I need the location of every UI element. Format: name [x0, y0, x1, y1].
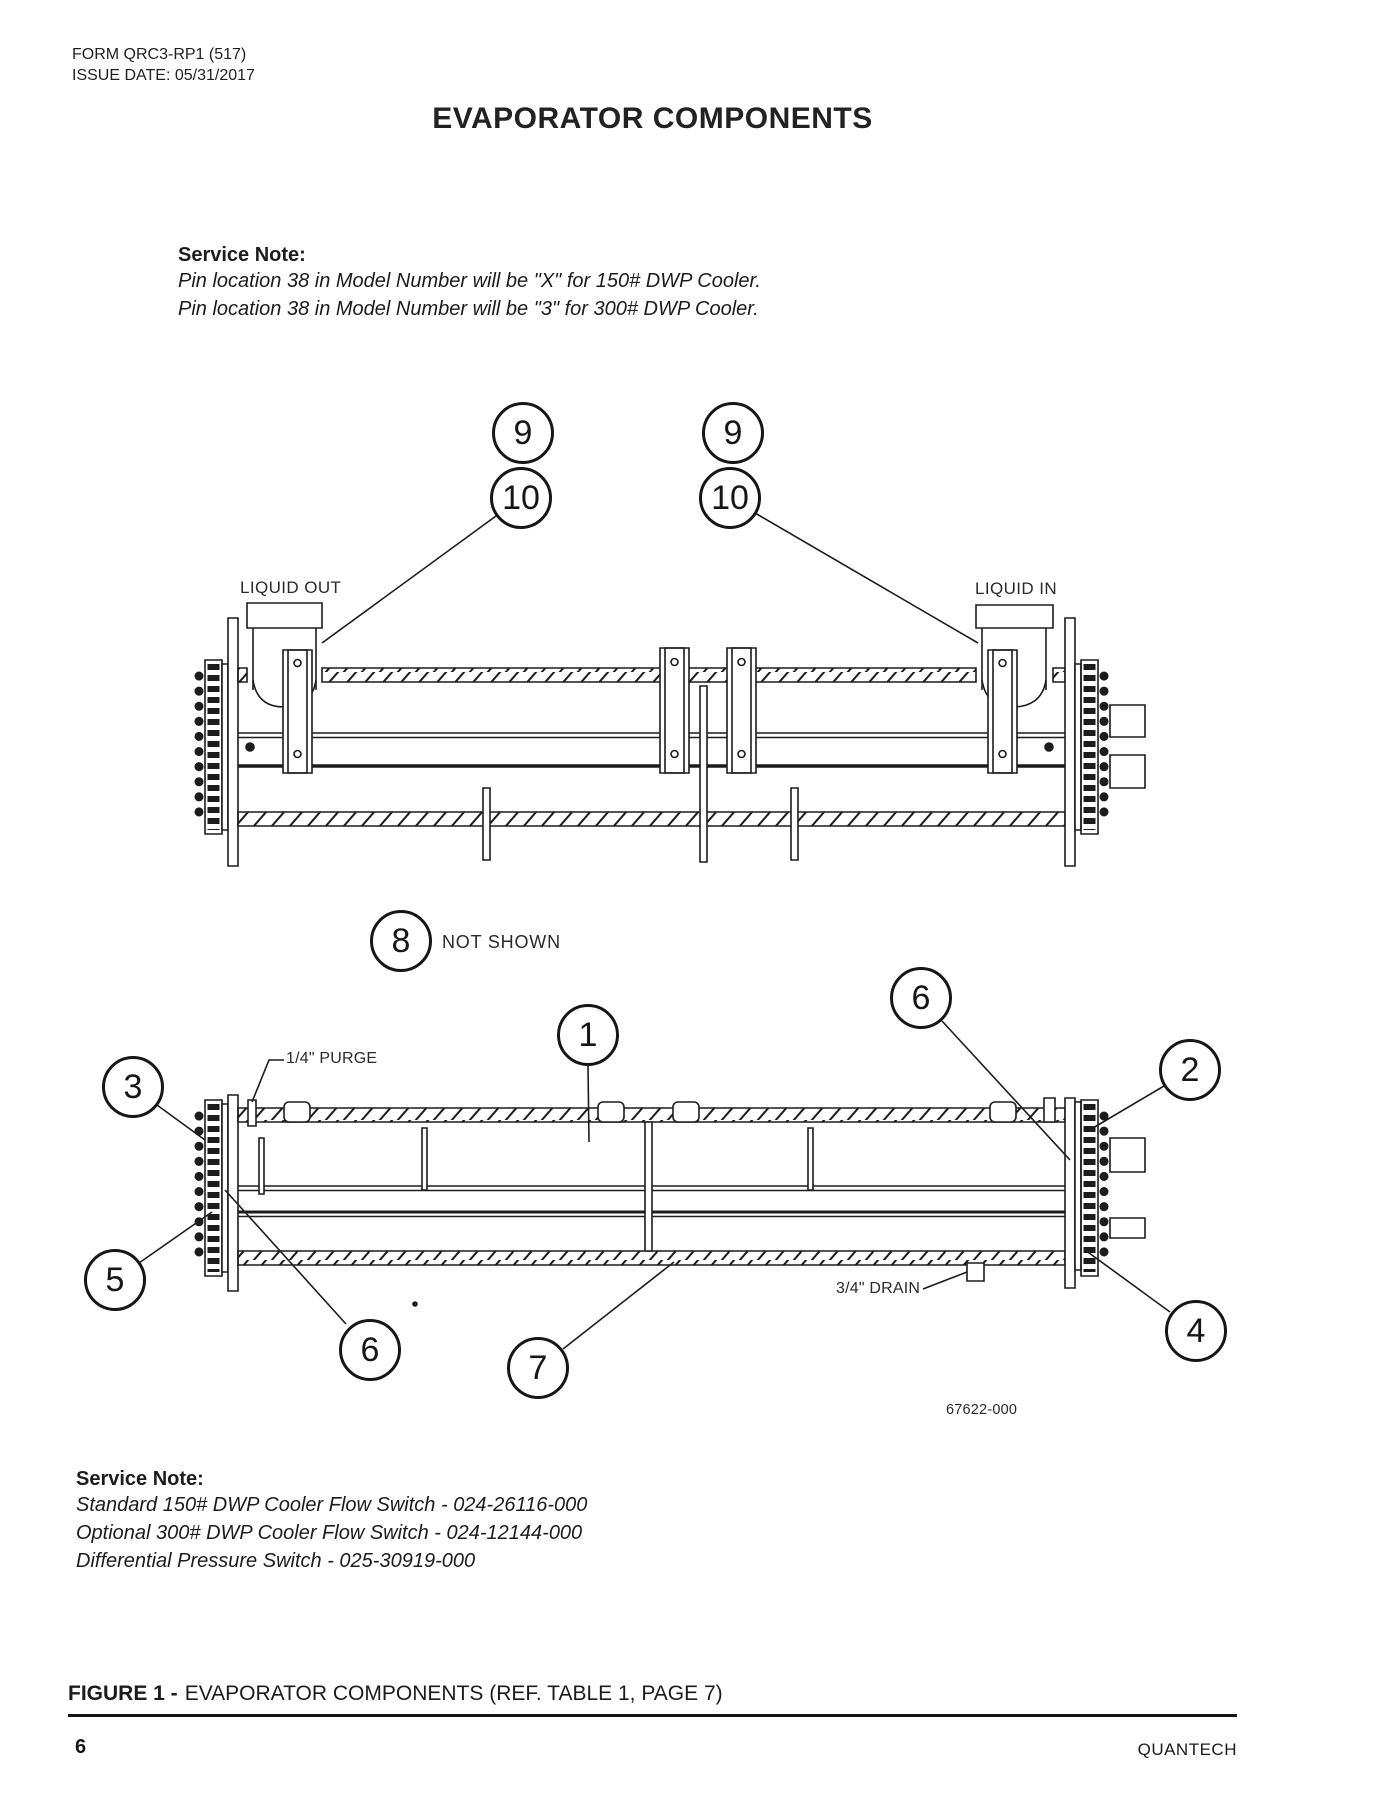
page-number: 6 [75, 1736, 87, 1758]
drawing-number: 67622-000 [946, 1402, 1018, 1418]
service-note-top: Service Note: Pin location 38 in Model N… [178, 244, 761, 323]
issue-date: ISSUE DATE: 05/31/2017 [72, 67, 255, 84]
drain-label: 3/4" DRAIN [836, 1280, 921, 1297]
service-note-top-line-1: Pin location 38 in Model Number will be … [178, 270, 761, 292]
not-shown-label: NOT SHOWN [442, 932, 561, 952]
callout-2: 2 [1159, 1039, 1221, 1101]
callout-5: 5 [84, 1249, 146, 1311]
page-header: FORM QRC3-RP1 (517) ISSUE DATE: 05/31/20… [72, 44, 255, 86]
service-note-top-line-2: Pin location 38 in Model Number will be … [178, 298, 759, 320]
liquid-in-label: LIQUID IN [975, 579, 1058, 598]
service-note-top-heading: Service Note: [178, 244, 306, 266]
callout-6-top: 6 [890, 967, 952, 1029]
form-number: FORM QRC3-RP1 (517) [72, 46, 247, 63]
callout-10-right: 10 [699, 467, 761, 529]
service-note-bottom: Service Note: Standard 150# DWP Cooler F… [76, 1468, 587, 1575]
service-note-bottom-heading: Service Note: [76, 1468, 204, 1490]
callout-3: 3 [102, 1056, 164, 1118]
callout-4: 4 [1165, 1300, 1227, 1362]
service-note-bottom-line-2: Optional 300# DWP Cooler Flow Switch - 0… [76, 1522, 583, 1544]
figure-caption-label: FIGURE 1 - [68, 1682, 178, 1705]
service-note-bottom-line-1: Standard 150# DWP Cooler Flow Switch - 0… [76, 1494, 588, 1516]
callout-9-left: 9 [492, 402, 554, 464]
callout-10-left: 10 [490, 467, 552, 529]
footer-rule [68, 1714, 1237, 1717]
figure-caption: FIGURE 1 - EVAPORATOR COMPONENTS (REF. TA… [68, 1682, 723, 1706]
callout-6-bottom: 6 [339, 1319, 401, 1381]
callout-9-right: 9 [702, 402, 764, 464]
brand-name: QUANTECH [1137, 1740, 1237, 1759]
liquid-out-label: LIQUID OUT [240, 578, 342, 597]
service-note-bottom-line-3: Differential Pressure Switch - 025-30919… [76, 1550, 476, 1572]
figure-caption-text: EVAPORATOR COMPONENTS (REF. TABLE 1, PAG… [184, 1682, 723, 1705]
callout-7: 7 [507, 1337, 569, 1399]
callout-1: 1 [557, 1004, 619, 1066]
callout-8: 8 [370, 910, 432, 972]
purge-label: 1/4" PURGE [286, 1050, 378, 1067]
page-title: EVAPORATOR COMPONENTS [432, 102, 873, 135]
